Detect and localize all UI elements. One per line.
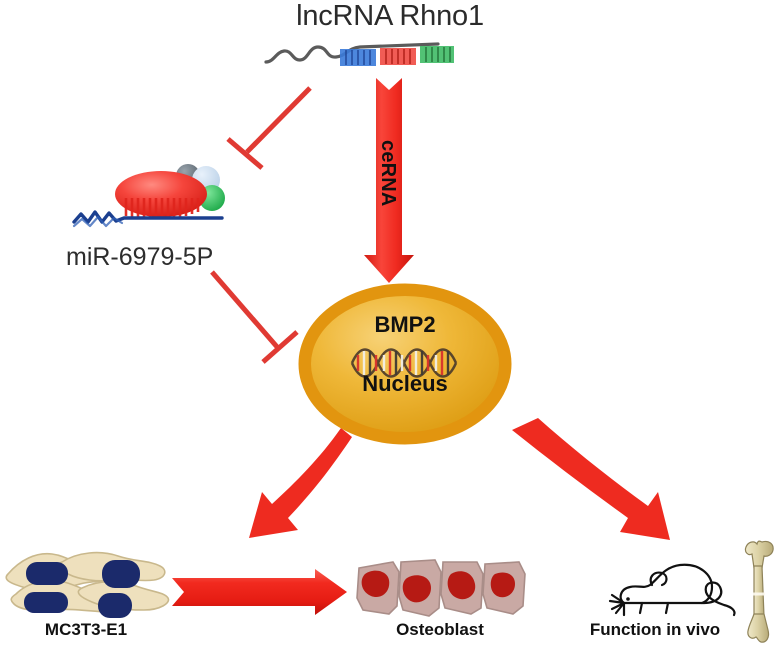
rna-block-red	[380, 48, 416, 65]
osteoblast-label: Osteoblast	[396, 620, 484, 639]
page-title: lncRNA Rhno1	[296, 0, 484, 32]
edge-lncrna-inhibits-mirna	[226, 86, 312, 170]
mc3t3-label: MC3T3-E1	[44, 620, 128, 639]
edge-mirna-inhibits-bmp2	[210, 270, 299, 364]
rna-strand-icon	[264, 42, 454, 66]
nucleus-icon	[298, 283, 512, 445]
function-in-vivo-label: Function in vivo	[589, 620, 721, 639]
fibroblast-cells-icon	[5, 551, 170, 618]
nucleus-label: Nucleus	[362, 371, 448, 396]
nucleus-membrane	[298, 283, 512, 445]
bmp2-label: BMP2	[374, 312, 436, 337]
edge-mc3t3-to-osteoblast	[172, 569, 347, 615]
osteoblast-cells-icon	[356, 559, 526, 617]
risc-complex-icon	[72, 164, 225, 228]
femur-bone-icon	[744, 540, 774, 643]
dna-helix-icon	[350, 348, 458, 378]
rna-block-green	[420, 46, 454, 63]
osteoblast-nuclei	[361, 570, 515, 603]
risc-teeth	[124, 198, 200, 218]
mc3t3-nuclei	[24, 560, 140, 618]
mouse-icon	[608, 563, 736, 617]
rna-block-blue	[340, 49, 376, 66]
edge-nucleus-to-invivo	[512, 418, 670, 540]
mirna-label: miR-6979-5P	[66, 243, 214, 271]
cerna-edge-label: ceRNA	[377, 140, 399, 207]
